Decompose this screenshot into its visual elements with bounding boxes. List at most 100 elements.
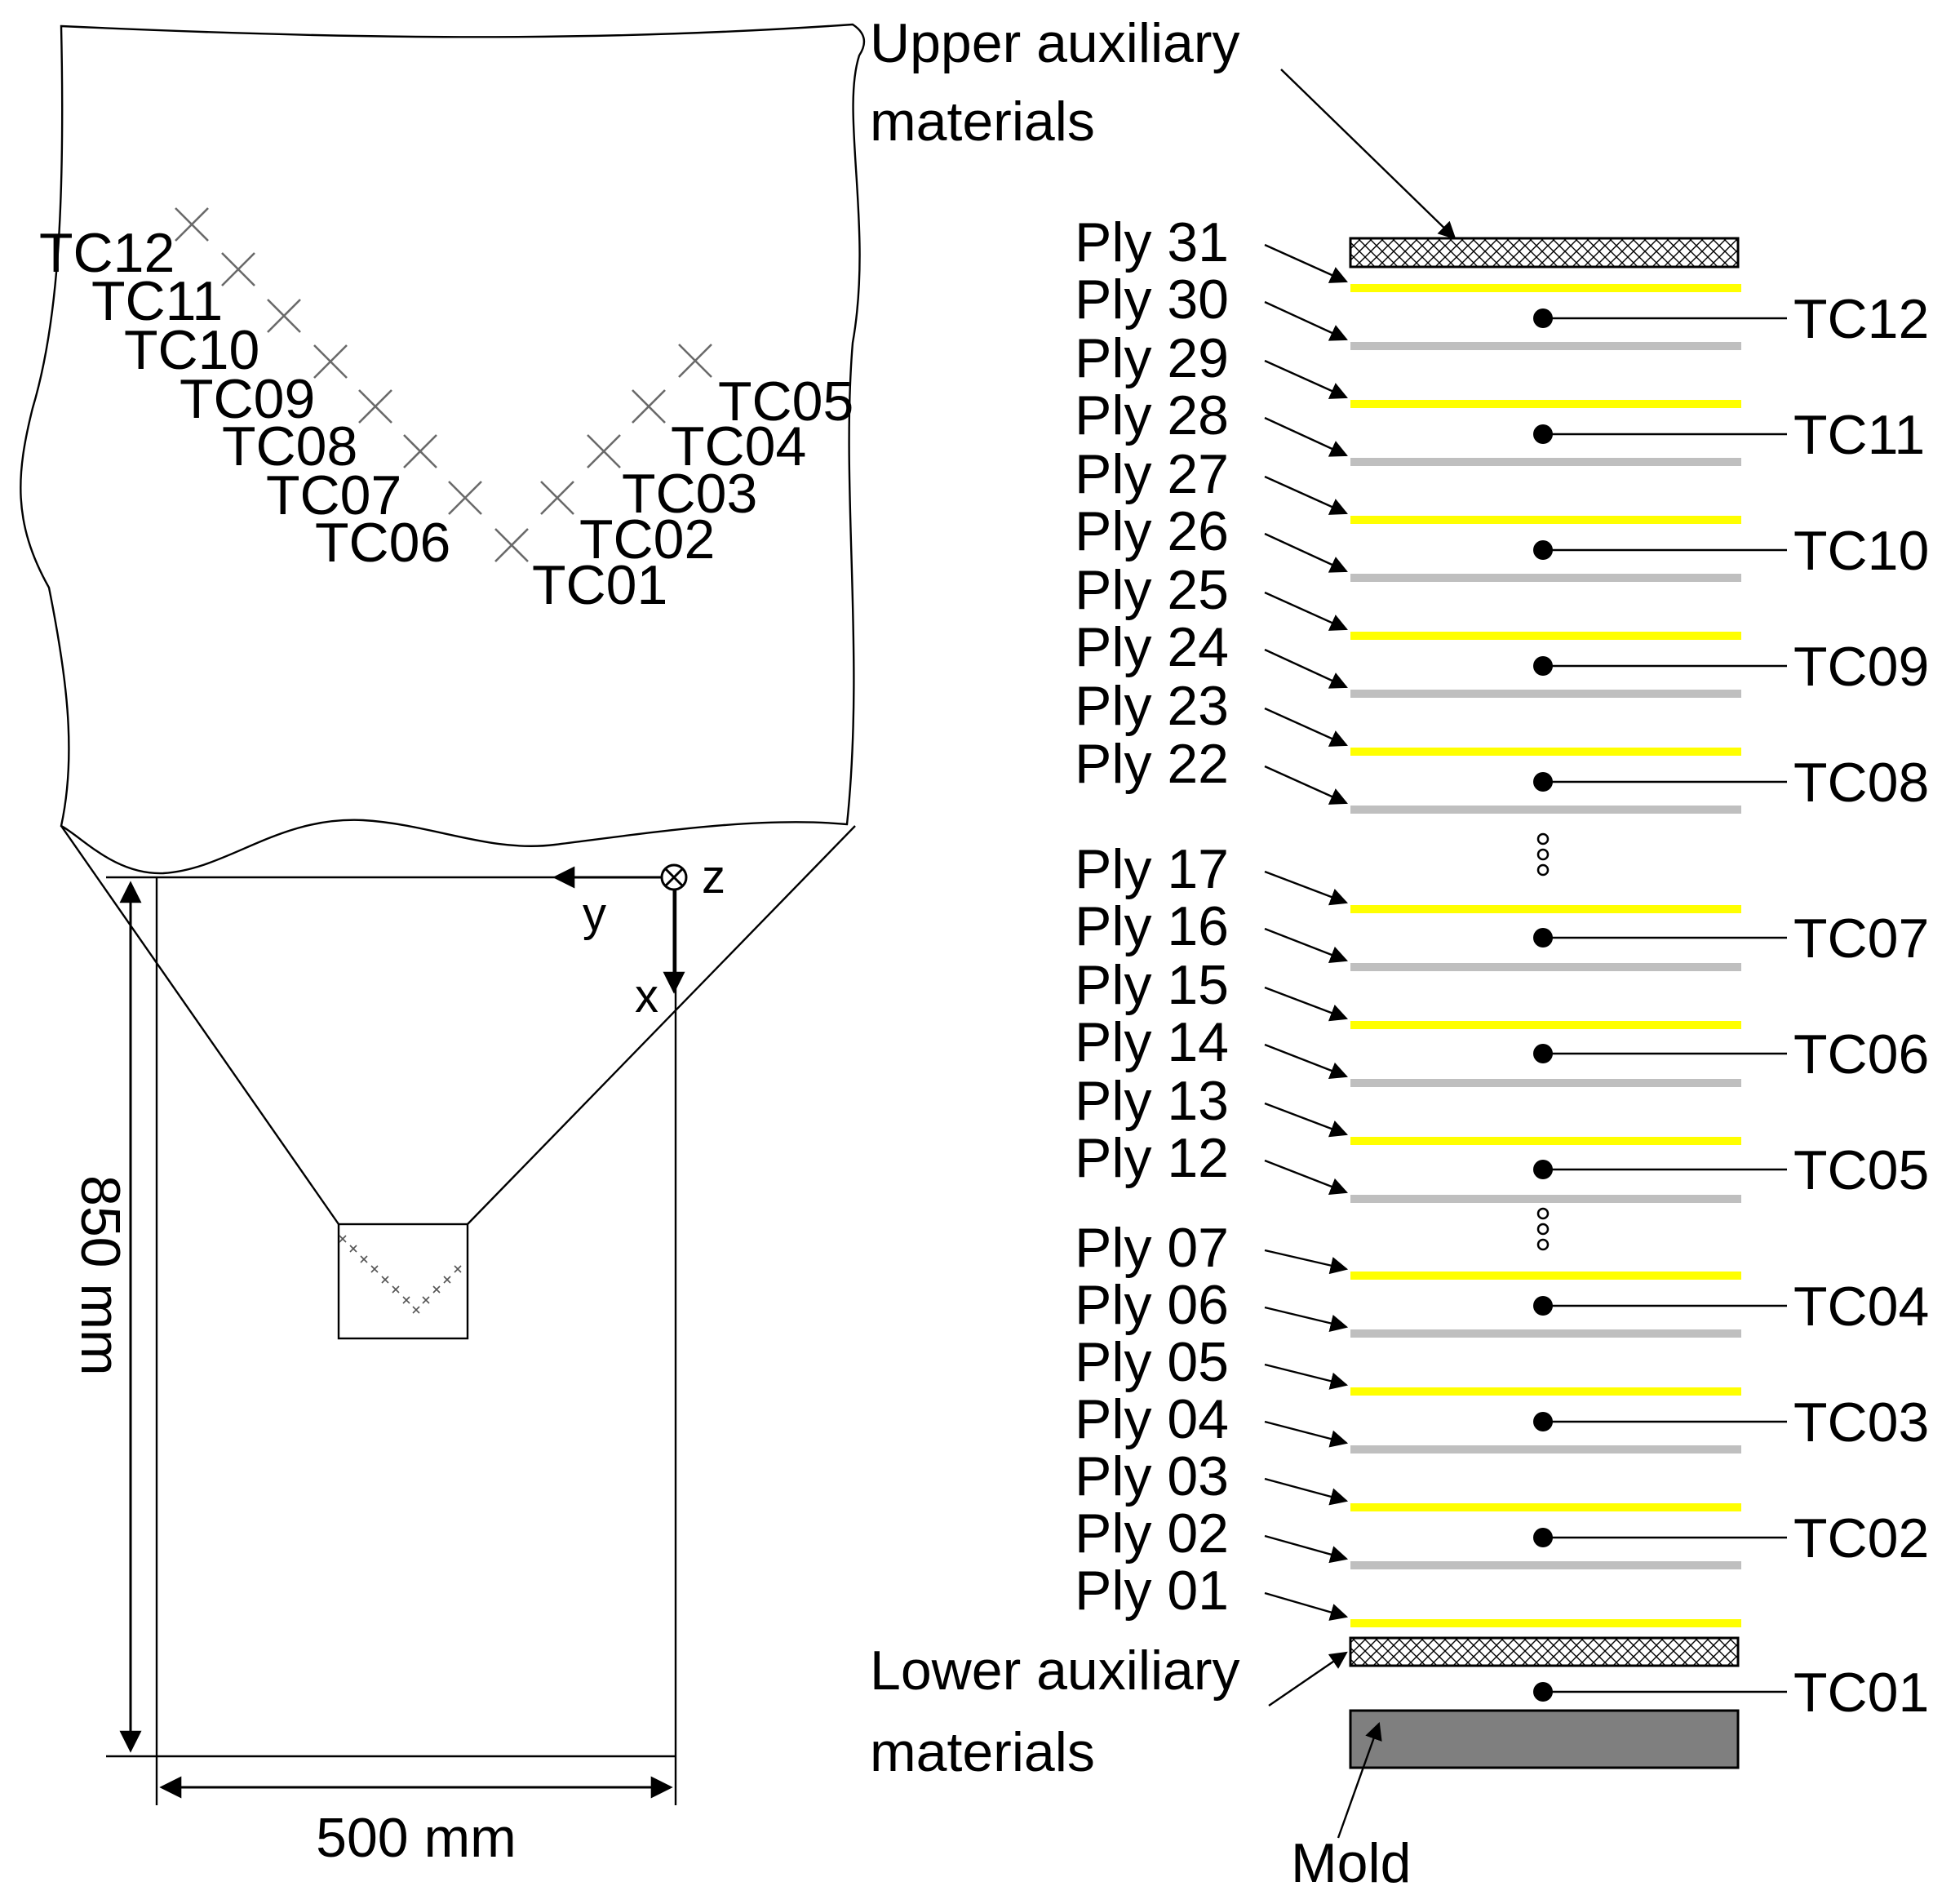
tc-label: TC04 xyxy=(1793,1276,1929,1338)
ply-label: Ply 15 xyxy=(1075,954,1229,1016)
lower-aux-label-line2: materials xyxy=(870,1721,1095,1783)
ply-leader xyxy=(1264,1420,1349,1448)
mini-tc-cross xyxy=(412,1306,420,1314)
ply-label: Ply 01 xyxy=(1075,1560,1229,1622)
ply-label: Ply 26 xyxy=(1075,500,1229,562)
mini-tc-cross xyxy=(432,1285,441,1294)
mini-tc-cross xyxy=(381,1276,389,1284)
upper-aux-label-line1: Upper auxiliary xyxy=(870,12,1240,74)
tc-label: TC02 xyxy=(1793,1507,1929,1569)
ply-leader xyxy=(1264,707,1348,747)
zoom-tc-cross xyxy=(448,481,482,515)
zoom-tc-cross xyxy=(175,207,209,242)
zoom-connector-right xyxy=(467,825,856,1225)
ply-label: Ply 02 xyxy=(1075,1502,1229,1564)
y-axis-label: y xyxy=(583,888,606,941)
z-axis-label: z xyxy=(702,850,725,903)
zoom-tc-cross xyxy=(587,434,621,468)
ply-leader xyxy=(1264,1306,1349,1332)
skipped-plies-ellipsis-lower xyxy=(1536,1207,1550,1251)
zoom-label-tc12: TC12 xyxy=(39,222,175,284)
tc-region-mini-markers xyxy=(339,1235,462,1314)
zoom-label-tc04: TC04 xyxy=(671,415,806,477)
tc-label: TC10 xyxy=(1793,520,1929,582)
width-dimension-label: 500 mm xyxy=(316,1807,517,1869)
coordinate-system: z y x xyxy=(552,850,725,1023)
tc-label: TC06 xyxy=(1793,1023,1929,1085)
upper-aux-label-line2: materials xyxy=(870,91,1095,153)
mold-label: Mold xyxy=(1291,1832,1411,1894)
mold-leader xyxy=(1337,1721,1382,1839)
zoom-tc-cross xyxy=(358,389,392,424)
tc-label: TC05 xyxy=(1793,1139,1929,1201)
ply-label: Ply 23 xyxy=(1075,675,1229,737)
ply-leader xyxy=(1264,986,1349,1022)
mini-tc-cross xyxy=(422,1296,430,1304)
lower-aux-leader xyxy=(1268,1651,1348,1706)
ply-label: Ply 16 xyxy=(1075,895,1229,957)
zoom-tc-cross xyxy=(313,344,348,379)
zoom-tc-cross xyxy=(221,252,255,286)
ply-label: Ply 06 xyxy=(1075,1274,1229,1336)
ply-leader xyxy=(1264,359,1348,399)
ply-leader xyxy=(1264,1043,1349,1079)
mini-tc-cross xyxy=(443,1276,451,1284)
ply-leader xyxy=(1264,243,1348,283)
ply-leader xyxy=(1264,300,1348,341)
z-axis-cross xyxy=(663,867,685,888)
ply-label: Ply 27 xyxy=(1075,443,1229,505)
mini-tc-cross xyxy=(349,1245,357,1253)
ply-label: Ply 29 xyxy=(1075,327,1229,389)
tc-label: TC07 xyxy=(1793,908,1929,970)
ply-leader xyxy=(1264,648,1348,689)
zoom-tc-cross xyxy=(494,528,529,562)
zoom-label-tc09: TC09 xyxy=(180,368,315,430)
tc-region-box xyxy=(337,1223,469,1340)
ply-label: Ply 14 xyxy=(1075,1011,1229,1073)
ply-label: Ply 30 xyxy=(1075,269,1229,331)
zoom-label-tc08: TC08 xyxy=(222,415,357,477)
mini-tc-cross xyxy=(339,1235,347,1243)
ply-leader xyxy=(1264,1534,1349,1564)
zoom-label-tc03: TC03 xyxy=(622,463,757,525)
zoom-label-tc11: TC11 xyxy=(91,270,223,332)
ply-label: Ply 04 xyxy=(1075,1388,1229,1450)
zoom-label-tc05: TC05 xyxy=(718,371,854,433)
zoom-label-tc07: TC07 xyxy=(266,464,401,526)
mold-block xyxy=(1349,1709,1740,1769)
mini-tc-cross xyxy=(360,1255,368,1263)
ply-leader xyxy=(1264,416,1348,457)
lower-aux-label-line1: Lower auxiliary xyxy=(870,1640,1240,1702)
ply-leader xyxy=(1264,1477,1349,1506)
ply-label: Ply 24 xyxy=(1075,616,1229,678)
tc-label: TC01 xyxy=(1793,1662,1929,1724)
zoom-outline xyxy=(20,23,866,875)
mini-tc-cross xyxy=(370,1265,379,1273)
ply-leader xyxy=(1264,765,1348,805)
ply-leader xyxy=(1264,1249,1349,1275)
lower-aux-layer xyxy=(1349,1636,1740,1667)
length-dimension-label: 850 mm xyxy=(69,1175,131,1376)
mini-tc-cross xyxy=(392,1285,400,1294)
zoom-tc-cross xyxy=(632,389,666,424)
zoom-label-tc01: TC01 xyxy=(532,554,667,616)
tc-label: TC11 xyxy=(1793,404,1925,466)
ply-leader xyxy=(1264,1591,1349,1621)
ply-label: Ply 05 xyxy=(1075,1331,1229,1393)
x-axis-label: x xyxy=(635,970,658,1023)
left-panel: TC12 TC11 TC10 TC09 TC08 TC07 TC06 TC01 … xyxy=(20,23,866,1869)
ply-leader xyxy=(1264,927,1349,963)
ply-leader xyxy=(1264,475,1348,515)
ply-leader xyxy=(1264,532,1348,573)
zoom-tc-cross xyxy=(267,299,301,333)
upper-aux-layer xyxy=(1349,237,1740,269)
upper-aux-leader xyxy=(1280,69,1456,240)
ply-leader xyxy=(1264,1363,1349,1390)
ply-leader xyxy=(1264,870,1349,906)
zoom-connector-left xyxy=(60,825,339,1225)
tc-label: TC12 xyxy=(1793,288,1929,350)
tc-label: TC03 xyxy=(1793,1391,1929,1454)
zoom-tc-cross xyxy=(403,434,437,468)
